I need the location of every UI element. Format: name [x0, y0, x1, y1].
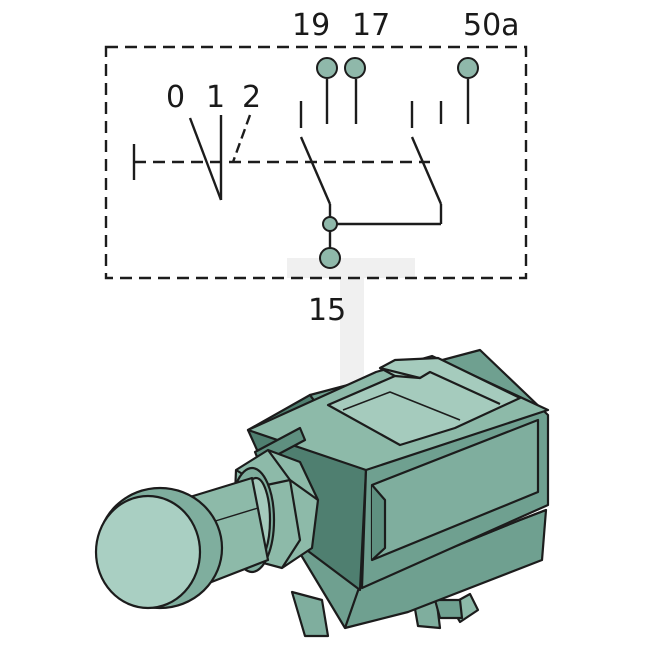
- dashed-enclosure: [104, 45, 528, 280]
- position-label-0: 0: [166, 80, 185, 115]
- terminals: [316, 57, 479, 269]
- pull-switch-illustration: [94, 348, 550, 638]
- position-label-2: 2: [242, 80, 261, 115]
- position-label-1: 1: [206, 80, 225, 115]
- terminal-label-15: 15: [308, 293, 346, 328]
- labels: 19 17 50a 0 1 2 15: [166, 8, 520, 328]
- housing-lid: [326, 356, 522, 447]
- pull-knob-face: [94, 494, 202, 610]
- junction-dot: [322, 216, 338, 232]
- terminal-label-17: 17: [352, 8, 390, 43]
- terminal-dot-19: [316, 57, 338, 79]
- terminal-dot-15: [319, 247, 341, 269]
- terminal-dot-50a: [457, 57, 479, 79]
- terminal-dot-17: [344, 57, 366, 79]
- terminal-label-19: 19: [292, 8, 330, 43]
- terminal-label-50a: 50a: [463, 8, 520, 43]
- schematic: [104, 45, 528, 280]
